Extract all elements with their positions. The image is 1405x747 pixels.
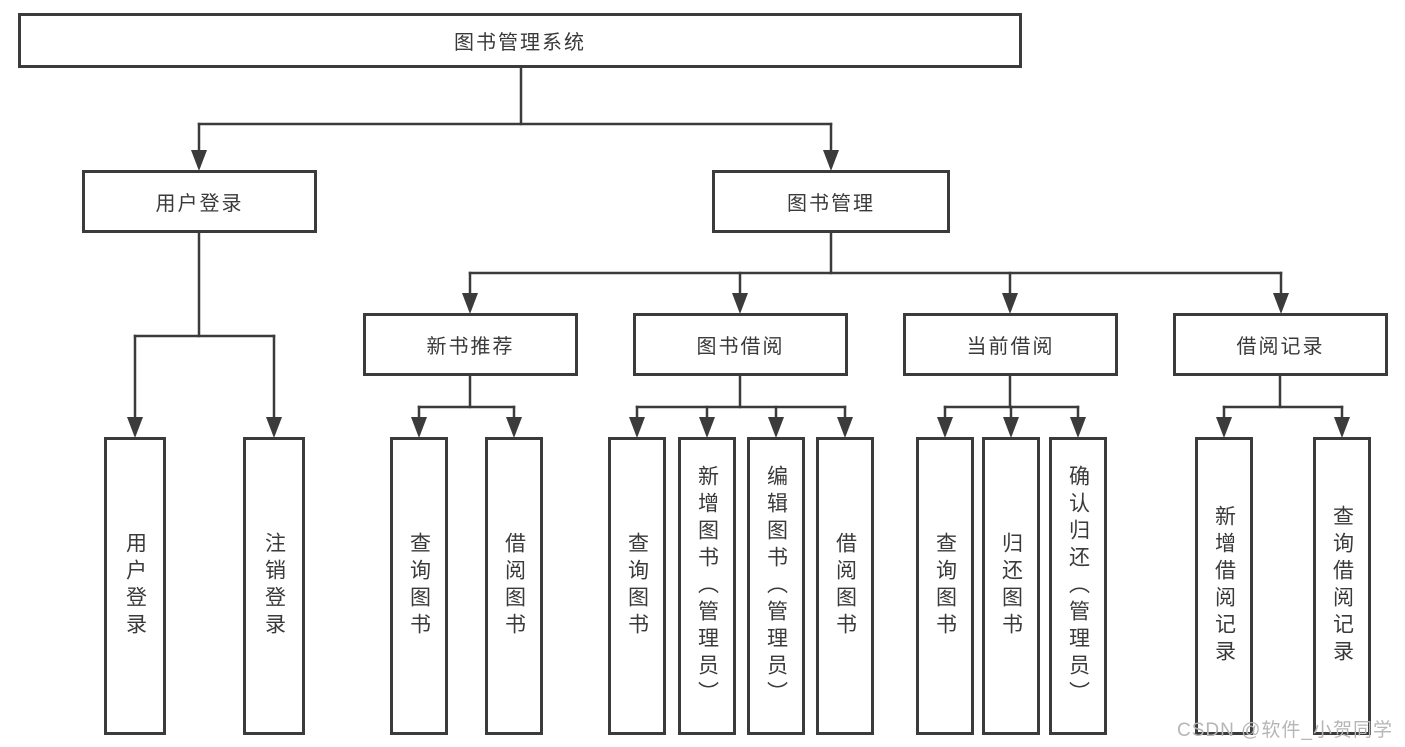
leaf-query-books-borrow: 查询图书 — [608, 437, 666, 735]
arrowhead — [1216, 417, 1232, 438]
arrowhead — [266, 417, 282, 438]
watermark: CSDN @软件_小贺同学 — [1177, 720, 1393, 741]
leaf-user-login: 用户登录 — [104, 437, 166, 735]
arrowhead — [127, 417, 143, 438]
node-book-mgmt: 图书管理 — [712, 170, 950, 233]
arrowhead — [1273, 293, 1289, 314]
leaf-add-book-admin: 新增图书（管理员） — [678, 437, 736, 735]
arrowhead — [411, 417, 427, 438]
arrowhead — [462, 293, 478, 314]
leaf-query-books-current: 查询图书 — [916, 437, 974, 735]
node-borrow-records: 借阅记录 — [1173, 313, 1388, 376]
arrowhead — [823, 150, 839, 171]
leaf-edit-book-admin: 编辑图书（管理员） — [747, 437, 805, 735]
arrowhead — [1002, 293, 1018, 314]
leaf-confirm-return-admin: 确认归还（管理员） — [1049, 437, 1107, 735]
arrowhead — [837, 417, 853, 438]
leaf-logout: 注销登录 — [243, 437, 305, 735]
leaf-borrow-books-newbooks: 借阅图书 — [485, 437, 543, 735]
node-user-login: 用户登录 — [82, 170, 317, 233]
arrowhead — [191, 150, 207, 171]
arrowhead — [768, 417, 784, 438]
leaf-query-borrow-record: 查询借阅记录 — [1313, 437, 1371, 735]
arrowhead — [506, 417, 522, 438]
node-new-books: 新书推荐 — [363, 313, 578, 376]
arrowhead — [1070, 417, 1086, 438]
leaf-query-books-newbooks: 查询图书 — [390, 437, 448, 735]
arrowhead — [1334, 417, 1350, 438]
arrowhead — [629, 417, 645, 438]
leaf-add-borrow-record: 新增借阅记录 — [1195, 437, 1253, 735]
arrowhead — [699, 417, 715, 438]
arrowhead — [1003, 417, 1019, 438]
node-current-borrow: 当前借阅 — [903, 313, 1118, 376]
node-root: 图书管理系统 — [18, 13, 1022, 68]
arrowhead — [732, 293, 748, 314]
leaf-return-books: 归还图书 — [982, 437, 1040, 735]
node-book-borrow: 图书借阅 — [633, 313, 848, 376]
arrowhead — [937, 417, 953, 438]
leaf-borrow-books-borrow: 借阅图书 — [816, 437, 874, 735]
